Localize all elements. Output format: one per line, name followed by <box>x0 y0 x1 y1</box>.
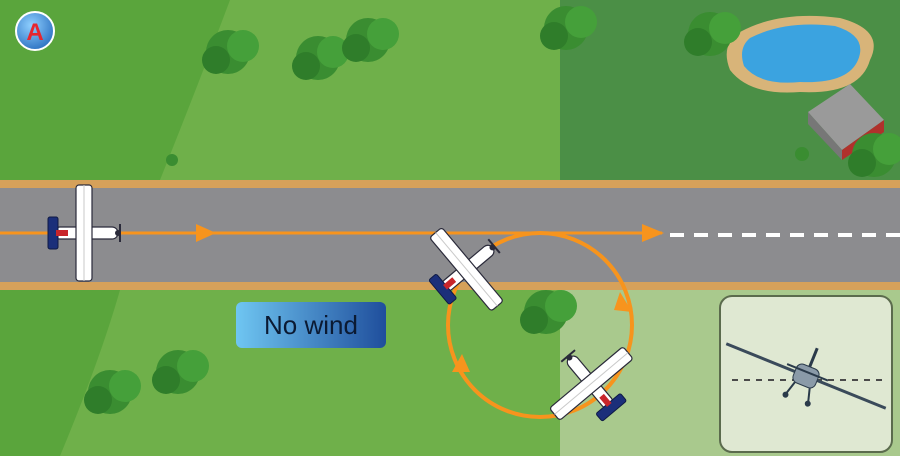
trees <box>84 6 900 414</box>
wind-label: No wind <box>236 302 386 348</box>
panel-badge-letter: A <box>26 19 43 46</box>
wind-label-text: No wind <box>264 310 358 340</box>
field-left-bottom <box>0 290 120 456</box>
inset-panel <box>719 295 893 453</box>
flight-path-circle <box>446 231 634 419</box>
panel-badge: A <box>15 11 55 51</box>
field-left-top <box>0 0 230 180</box>
path-arrow-2 <box>642 224 664 242</box>
inset-airplane-icon <box>725 342 887 410</box>
pond-water <box>742 24 861 83</box>
circle-arrow-2 <box>452 354 470 372</box>
path-arrow-1 <box>196 224 216 242</box>
circle-arrow-1 <box>614 292 632 312</box>
road <box>0 180 900 290</box>
